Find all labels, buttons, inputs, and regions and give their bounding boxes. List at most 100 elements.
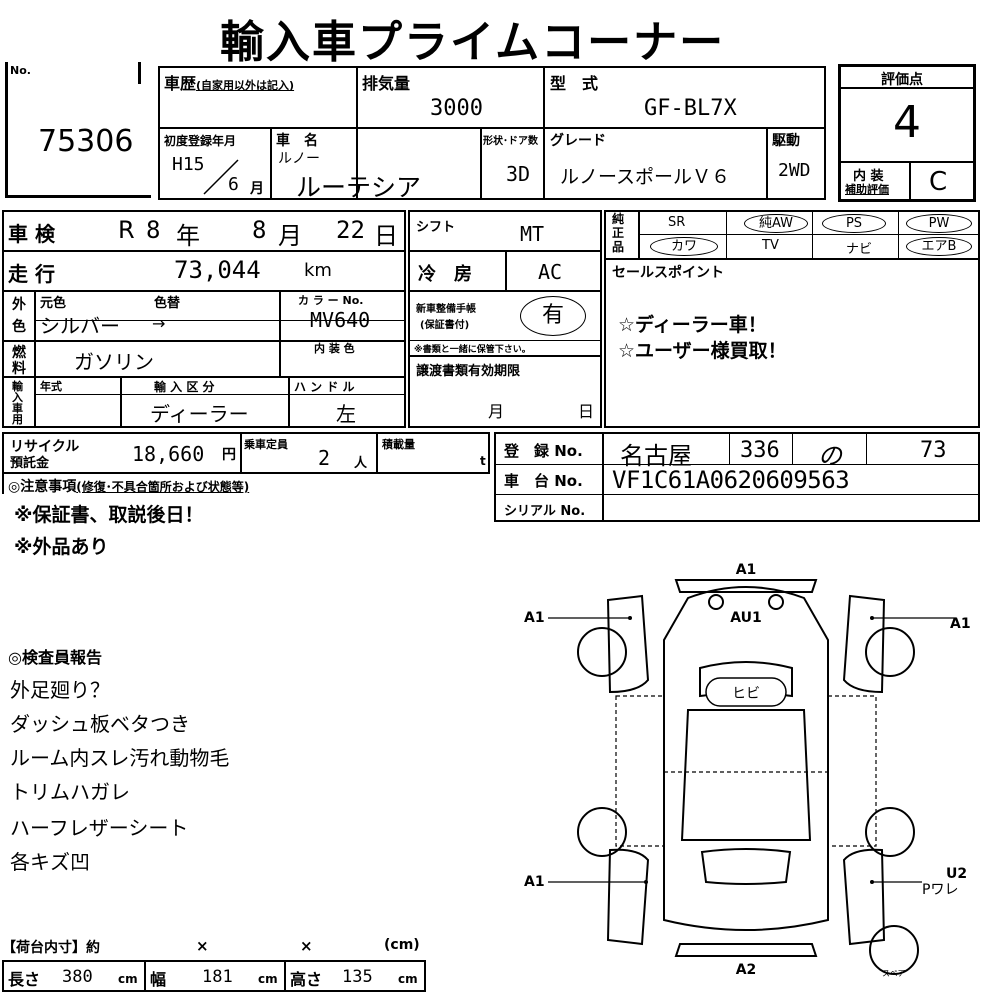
transfer-day-unit: 日 <box>578 402 595 421</box>
inspection-year-unit: 年 <box>176 222 200 250</box>
capacity-unit: 人 <box>354 456 368 471</box>
sales-point-line-1: ☆ディーラー車！ <box>618 314 767 336</box>
score-box: 評価点 4 内 装 補助評価 C <box>838 64 976 202</box>
cargo-width-cm: cm <box>258 972 278 986</box>
lot-box: No. 75306 <box>5 62 151 198</box>
diagram-glass-code: ヒビ <box>732 686 760 702</box>
chassis-label: 車 台 No. <box>504 472 583 490</box>
load-label: 積載量 <box>382 438 415 451</box>
spec-grid: 車 検 R 8 年 8 月 22 日 走 行 73,044 km 外 色 元色 … <box>2 210 406 428</box>
sales-point-line-2: ☆ユーザー様買取！ <box>618 340 787 362</box>
inspection-day: 22 <box>336 216 365 244</box>
aircon-label: 冷 房 <box>418 264 472 285</box>
warranty-note: ※書類と一緒に保管下さい。 <box>414 345 531 355</box>
first-reg-year: H15 <box>172 154 205 175</box>
load-unit: t <box>480 454 486 468</box>
registration-area: 名古屋 <box>620 442 692 470</box>
grade-label: グレード <box>550 133 606 149</box>
drive-value: 2WD <box>778 160 811 181</box>
transfer-month-unit: 月 <box>488 402 505 421</box>
cargo-length: 380 <box>62 967 93 987</box>
import-label-1: 輸 <box>12 380 23 393</box>
cargo-height-label: 高さ <box>290 970 323 989</box>
first-reg-month-unit: 月 <box>250 181 264 197</box>
color-code-label: カ ラ ー No. <box>298 294 364 307</box>
lot-no-label: No. <box>10 64 31 77</box>
chassis-value: VF1C61A0620609563 <box>612 466 850 494</box>
inspector-line-3: ルーム内スレ汚れ動物毛 <box>10 746 230 770</box>
genuine-sr: SR <box>668 215 686 230</box>
genuine-alloy-wheel: 純AW <box>744 214 808 233</box>
cargo-x-1: × <box>196 937 209 955</box>
cargo-length-cm: cm <box>118 972 138 986</box>
cargo-length-label: 長さ <box>8 970 41 989</box>
import-label-2: 入 <box>12 391 23 404</box>
original-color-label: 元色 <box>40 296 67 311</box>
mileage-value: 73,044 <box>174 256 261 284</box>
displacement-value: 3000 <box>430 96 483 121</box>
genuine-pw: PW <box>906 214 972 233</box>
serial-label: シリアル No. <box>504 504 586 519</box>
car-name-value: ルーテシア <box>296 173 422 202</box>
genuine-leather: カワ <box>650 237 718 256</box>
displacement-label: 排気量 <box>362 74 411 93</box>
drive-label: 駆動 <box>772 133 800 149</box>
capacity-value: 2 <box>318 446 331 470</box>
diagram-front-code: AU1 <box>730 610 762 626</box>
diagram-right-rear-code: U2 <box>946 866 967 882</box>
inspection-month: 8 <box>252 216 267 244</box>
genuine-label: 純正品 <box>612 212 625 254</box>
inspection-label: 車 検 <box>8 222 55 246</box>
transfer-label: 譲渡書類有効期限 <box>416 364 521 379</box>
cargo-height: 135 <box>342 967 373 987</box>
history-label: 車歴(自家用以外は記入) <box>164 74 295 93</box>
inspection-era: R <box>118 216 135 244</box>
inspection-day-unit: 日 <box>374 222 398 250</box>
import-type-label: 輸 入 区 分 <box>154 380 215 394</box>
shift-box: シフト MT 冷 房 AC 新車整備手帳 (保証書付) 有 ※書類と一緒に保管下… <box>408 210 602 428</box>
score-value: 4 <box>893 97 921 148</box>
shape-label: 形状･ドア数 <box>483 136 538 147</box>
fuel-value: ガソリン <box>74 350 154 374</box>
genuine-sales-box: 純正品 SR 純AW PS PW カワ TV ナビ エアB セールスポイント ☆… <box>604 210 980 428</box>
import-year-label: 年式 <box>40 380 62 393</box>
capacity-label: 乗車定員 <box>244 438 288 451</box>
diagram-top-code: A1 <box>736 562 757 578</box>
notes-line-1: ※保証書、取説後日！ <box>14 504 204 526</box>
shift-label: シフト <box>416 220 456 235</box>
page-title: 輸入車プライムコーナー <box>220 17 726 68</box>
mileage-unit: km <box>304 260 332 281</box>
recycle-unit: 円 <box>222 447 236 463</box>
diagram-left-front-code: A1 <box>524 610 545 626</box>
car-damage-diagram: A1 AU1 ヒビ A1 A1 A1 U2 Pワレ A2 スペア <box>524 562 971 978</box>
grade-value: ルノースポールＶ６ <box>560 166 731 188</box>
sales-point-label: セールスポイント <box>612 265 724 281</box>
notes-section: ◎注意事項(修復･不具合箇所および状態等) <box>2 472 490 495</box>
shift-value: MT <box>520 222 545 246</box>
registration-number: 73 <box>920 438 947 463</box>
first-reg-month: 6 <box>228 174 239 195</box>
color-arrow: → <box>152 314 166 333</box>
diagram-spare-label: スペア <box>882 969 905 978</box>
inspector-line-1: 外足廻り？ <box>10 678 110 702</box>
recycle-label-1: リサイクル <box>10 439 80 455</box>
diagram-rear-code: A2 <box>736 962 757 978</box>
first-reg-slash <box>203 159 239 195</box>
cargo-height-cm: cm <box>398 972 418 986</box>
warranty-label-2: (保証書付) <box>420 320 470 331</box>
aircon-value: AC <box>538 260 563 284</box>
shape-value: 3D <box>506 162 531 186</box>
import-label-3: 車 <box>12 402 23 415</box>
inspection-month-unit: 月 <box>278 222 302 250</box>
inspection-year: 8 <box>146 216 161 244</box>
diagram-right-front-code: A1 <box>950 616 971 632</box>
original-color-value: シルバー <box>40 314 120 338</box>
genuine-airbag: エアB <box>906 237 972 256</box>
notes-label: ◎注意事項(修復･不具合箇所および状態等) <box>8 479 250 495</box>
inspector-label: ◎検査員報告 <box>8 648 102 667</box>
recycle-value: 18,660 <box>132 442 205 466</box>
registration-label: 登 録 No. <box>504 442 583 460</box>
inspector-line-6: 各キズ凹 <box>10 850 90 874</box>
genuine-navi: ナビ <box>846 242 873 257</box>
registration-class: 336 <box>740 438 780 463</box>
